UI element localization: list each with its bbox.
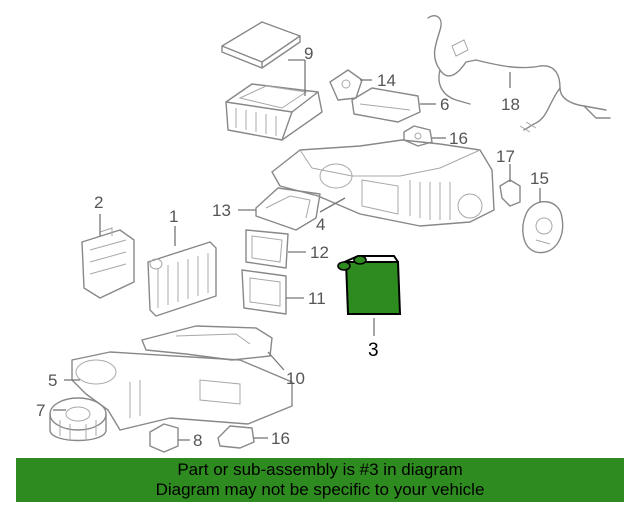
part-16-lower-clip[interactable] xyxy=(217,425,255,449)
part-9-filter-housing[interactable] xyxy=(221,21,323,141)
callout-5: 5 xyxy=(48,371,57,390)
callout-16-lower: 16 xyxy=(271,429,290,448)
callout-10: 10 xyxy=(286,369,305,388)
callout-3: 3 xyxy=(368,340,379,361)
part-7-blower-motor[interactable] xyxy=(49,397,107,442)
callout-2: 2 xyxy=(94,193,103,212)
leader-lines xyxy=(53,59,541,441)
exploded-parts-diagram: 9 14 6 16 18 4 17 15 13 12 11 2 1 3 10 5… xyxy=(36,14,611,453)
info-banner: Part or sub-assembly is #3 in diagram Di… xyxy=(16,458,624,502)
part-2-module[interactable] xyxy=(81,227,135,299)
callout-7: 7 xyxy=(36,401,45,420)
part-12-seal[interactable] xyxy=(245,229,289,269)
part-15-actuator[interactable] xyxy=(522,200,564,254)
part-11-gasket[interactable] xyxy=(241,269,287,315)
part-8-resistor[interactable] xyxy=(149,423,179,453)
callout-11: 11 xyxy=(308,289,326,308)
part-13-cabin-filter[interactable] xyxy=(255,187,321,231)
banner-line-disclaimer: Diagram may not be specific to your vehi… xyxy=(155,480,485,499)
callout-4: 4 xyxy=(316,215,325,234)
part-18-wiring-harness[interactable] xyxy=(427,14,611,133)
part-5-lower-case[interactable] xyxy=(71,351,293,431)
part-3-heater-core[interactable] xyxy=(337,255,402,315)
part-1-evaporator-core[interactable] xyxy=(147,241,217,317)
part-17-connector[interactable] xyxy=(499,179,521,207)
part-14-bracket[interactable] xyxy=(329,69,363,101)
callout-8: 8 xyxy=(193,431,202,450)
part-10-duct[interactable] xyxy=(141,325,273,361)
callout-18: 18 xyxy=(501,95,520,114)
part-4-hvac-case[interactable] xyxy=(271,139,495,227)
callout-1: 1 xyxy=(169,207,178,226)
callout-17: 17 xyxy=(496,147,515,166)
callout-13: 13 xyxy=(212,201,231,220)
callout-9: 9 xyxy=(304,44,313,63)
callout-6: 6 xyxy=(440,95,449,114)
callout-15: 15 xyxy=(530,169,549,188)
callout-12: 12 xyxy=(310,243,329,262)
callout-16-upper: 16 xyxy=(449,129,468,148)
callout-labels: 9 14 6 16 18 4 17 15 13 12 11 2 1 3 10 5… xyxy=(36,44,549,450)
banner-line-part: Part or sub-assembly is #3 in diagram xyxy=(177,460,463,479)
part-6-cover[interactable] xyxy=(351,87,421,123)
callout-14: 14 xyxy=(377,71,396,90)
